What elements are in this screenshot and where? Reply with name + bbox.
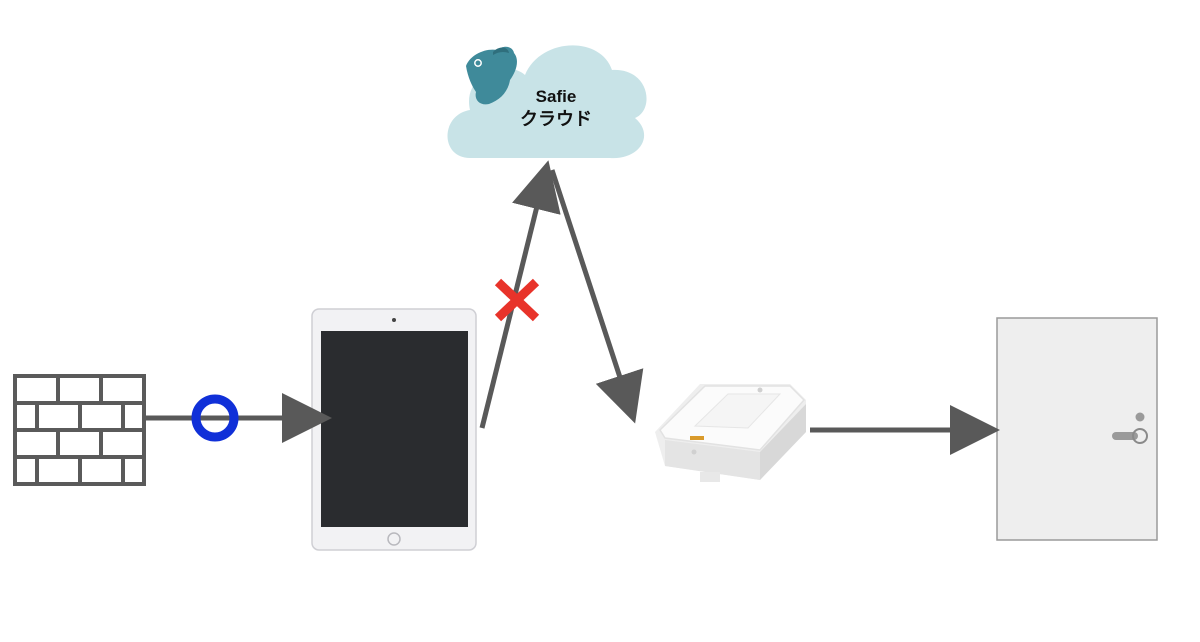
- access-controller-icon: [655, 384, 806, 482]
- ng-cross-icon: [494, 278, 540, 322]
- ok-circle-icon: [191, 394, 239, 442]
- tablet-icon: [311, 308, 477, 551]
- arrow-cloud-to-controller: [549, 169, 644, 424]
- cloud-label: Safie クラウド: [496, 86, 616, 132]
- cloud-subtitle: クラウド: [520, 109, 592, 130]
- door-icon: [996, 317, 1158, 541]
- cloud-title: Safie: [535, 87, 577, 106]
- bird-logo-icon: [466, 46, 517, 105]
- firewall-icon: [13, 374, 146, 486]
